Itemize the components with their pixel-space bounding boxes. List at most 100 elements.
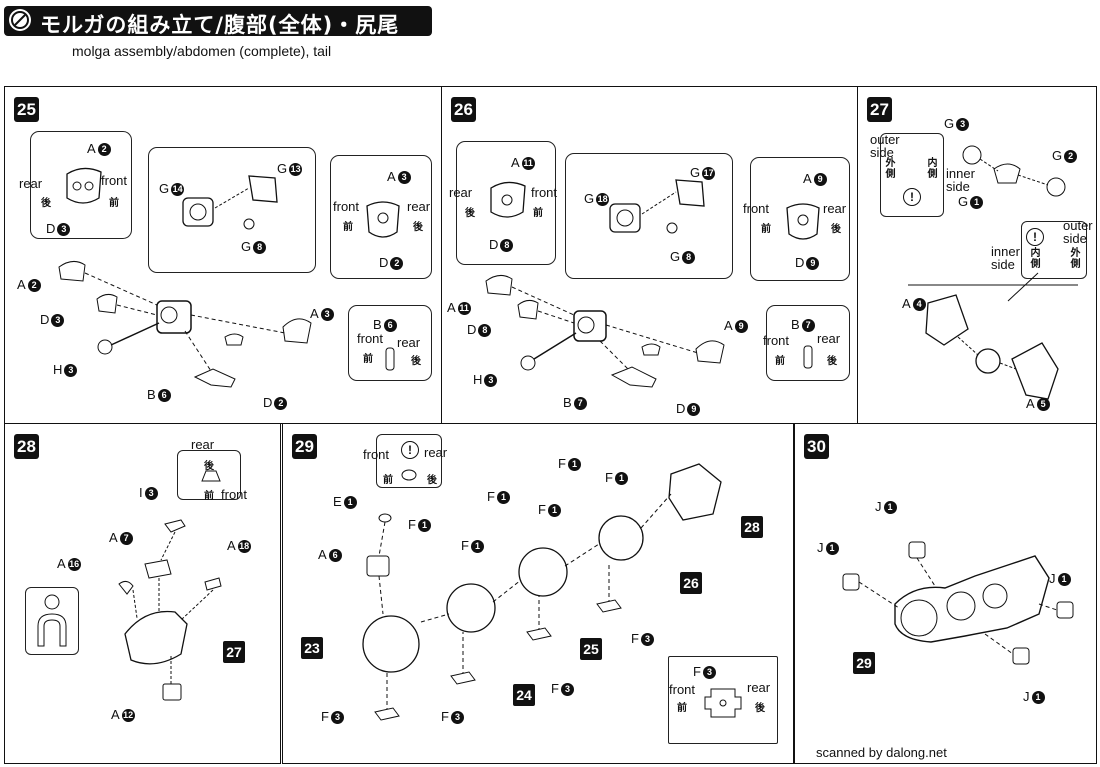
step-number: 28 bbox=[14, 434, 39, 459]
cap-part-icon bbox=[401, 469, 417, 481]
front-label: front bbox=[221, 487, 248, 502]
front-label: front bbox=[363, 447, 390, 462]
header-bar bbox=[4, 6, 432, 36]
jp-rear-label: 後 bbox=[413, 222, 423, 233]
front-label: front bbox=[333, 199, 360, 214]
jp-front-label: 前 bbox=[383, 475, 393, 486]
compass-logo-icon bbox=[9, 9, 31, 31]
armor-part-icon bbox=[490, 181, 526, 218]
front-label: front bbox=[357, 331, 384, 346]
step-number: 25 bbox=[14, 97, 39, 122]
step-25-assembly-drawing bbox=[58, 261, 312, 388]
jp-outer-label: 外側 bbox=[1070, 248, 1081, 270]
detail-tile-front-rear: ! 前 後 bbox=[376, 434, 442, 488]
jp-front-label: 前 bbox=[204, 491, 214, 502]
front-label: front bbox=[743, 201, 770, 216]
rear-label: rear bbox=[449, 185, 473, 200]
front-label: front bbox=[669, 682, 696, 697]
jp-inner-label: 内側 bbox=[927, 158, 938, 180]
front-label: front bbox=[531, 185, 558, 200]
step-ref-27: 27 bbox=[223, 641, 245, 663]
note-tile-side-2: ! 内側 外側 bbox=[1021, 221, 1087, 279]
jp-rear-label: 後 bbox=[465, 208, 475, 219]
step-ref-23: 23 bbox=[301, 637, 323, 659]
rear-label: rear bbox=[191, 437, 215, 452]
outer-side-label: outer side bbox=[1063, 218, 1093, 246]
wedge-part-icon bbox=[201, 470, 221, 482]
jp-rear-label: 後 bbox=[755, 703, 765, 714]
jp-front-label: 前 bbox=[343, 222, 353, 233]
rear-label: rear bbox=[19, 176, 43, 191]
step-ref-28: 28 bbox=[741, 516, 763, 538]
rear-label: rear bbox=[823, 201, 847, 216]
jp-rear-label: 後 bbox=[411, 356, 421, 367]
jp-rear-label: 後 bbox=[831, 224, 841, 235]
detail-tile-clip bbox=[25, 587, 79, 655]
rear-label: rear bbox=[817, 331, 841, 346]
jp-rear-label: 後 bbox=[41, 198, 51, 209]
jp-front-label: 前 bbox=[109, 198, 119, 209]
step-28-assembly-drawing bbox=[118, 519, 222, 701]
jp-outer-label: 外側 bbox=[885, 158, 896, 180]
step-number: 27 bbox=[867, 97, 892, 122]
clip-part-icon bbox=[37, 594, 67, 647]
jp-inner-label: 内側 bbox=[1030, 248, 1041, 270]
gear-housing-icon bbox=[609, 179, 705, 234]
front-label: front bbox=[101, 173, 128, 188]
caution-icon: ! bbox=[1026, 228, 1044, 246]
step-26-assembly-drawing bbox=[485, 275, 725, 388]
rear-label: rear bbox=[424, 445, 448, 460]
step-number: 26 bbox=[451, 97, 476, 122]
step-29-assembly-drawing bbox=[362, 463, 722, 721]
armor-part-icon bbox=[786, 203, 820, 240]
gear-housing-icon bbox=[182, 175, 278, 230]
step-ref-24: 24 bbox=[513, 684, 535, 706]
step-30-assembly-drawing bbox=[842, 541, 1074, 665]
inner-side-label: inner side bbox=[991, 244, 1020, 272]
jp-rear-label: 後 bbox=[204, 461, 214, 472]
step-number: 29 bbox=[292, 434, 317, 459]
page-subtitle: molga assembly/abdomen (complete), tail bbox=[72, 43, 332, 59]
outer-side-label: outer side bbox=[870, 132, 900, 160]
